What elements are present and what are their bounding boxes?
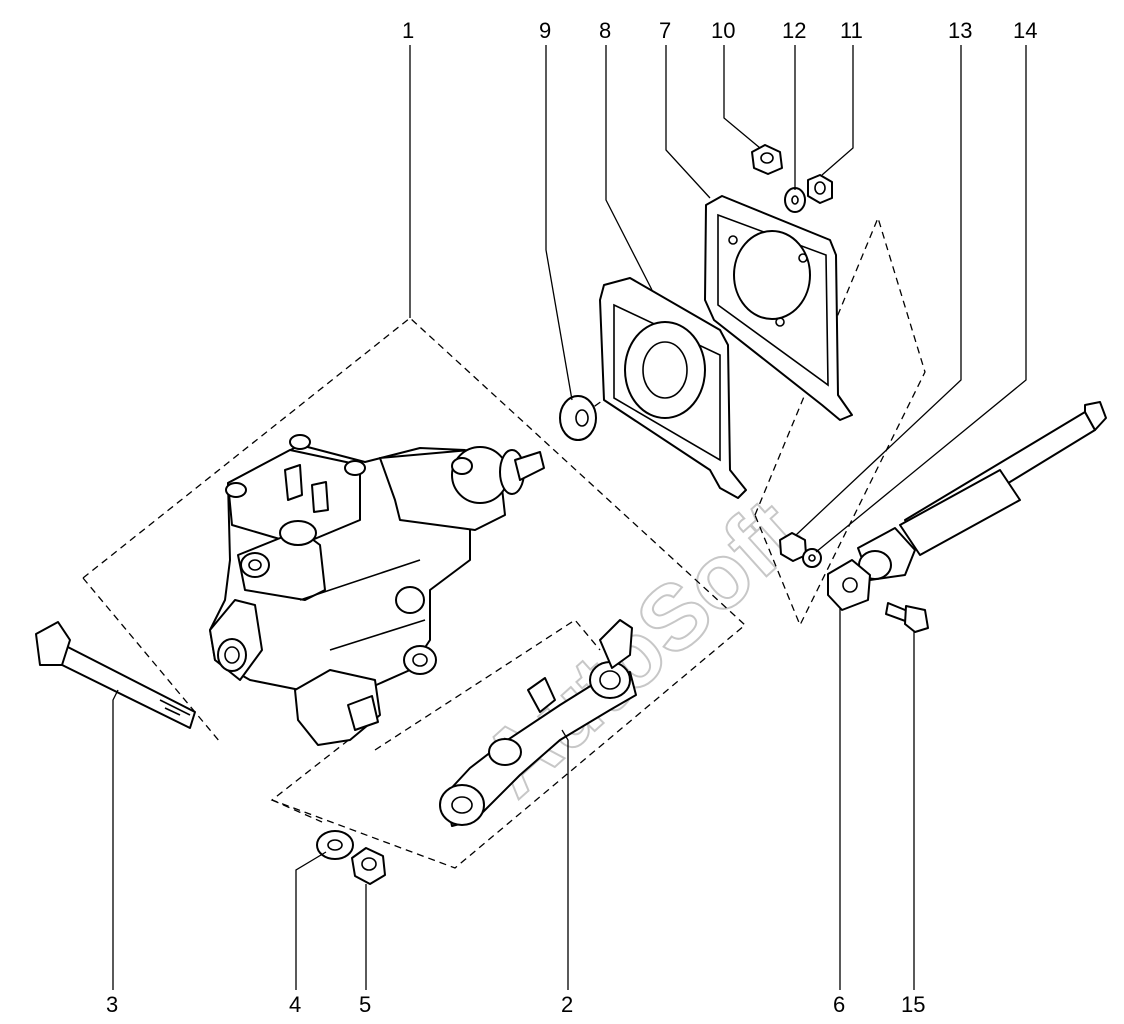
- gasket: [704, 195, 853, 421]
- clamp-bolt: [885, 602, 929, 633]
- intermediate-shaft: [827, 401, 1107, 611]
- assembly-boundaries: [82, 216, 926, 869]
- callout-5: 5: [359, 992, 371, 1017]
- mounting-bolt: [35, 621, 196, 729]
- lock-washer: [559, 395, 597, 441]
- gasket-fasteners: [751, 144, 833, 213]
- washer-and-nut: [316, 830, 386, 885]
- callout-3: 3: [106, 992, 118, 1017]
- callout-15: 15: [901, 992, 925, 1017]
- steering-gear-box: [209, 434, 545, 746]
- leader-lines: [112, 45, 1027, 990]
- pitman-arm: [439, 619, 637, 827]
- callout-9: 9: [539, 18, 551, 43]
- callout-10: 10: [711, 18, 735, 43]
- callout-2: 2: [561, 992, 573, 1017]
- callout-8: 8: [599, 18, 611, 43]
- callout-12: 12: [782, 18, 806, 43]
- callout-14: 14: [1013, 18, 1037, 43]
- u-joint-nut-washer: [779, 532, 822, 568]
- callout-6: 6: [833, 992, 845, 1017]
- seal-plate: [599, 277, 747, 499]
- callout-7: 7: [659, 18, 671, 43]
- callout-13: 13: [948, 18, 972, 43]
- callout-1: 1: [402, 18, 414, 43]
- callout-11: 11: [840, 18, 863, 43]
- callout-labels: 1 9 8 7 10 12 11 13 14 3 4 5 2 6 15: [106, 18, 1037, 1017]
- callout-4: 4: [289, 992, 301, 1017]
